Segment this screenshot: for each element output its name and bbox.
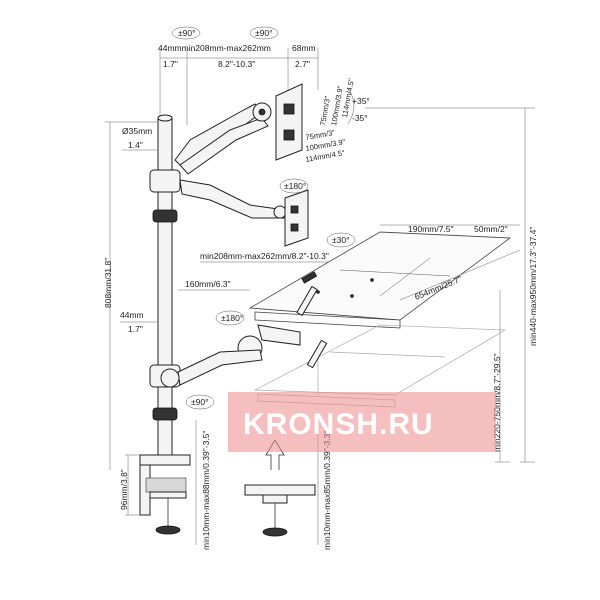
rotation-30-label: ±30° bbox=[332, 235, 350, 245]
watermark-text: KRONSH.RU bbox=[243, 408, 434, 441]
arm-length-label: 44mmmin208mm-max262mm bbox=[158, 43, 271, 53]
monitor-arm bbox=[174, 102, 289, 219]
pole-dimensions: Ø35mm 1.4" 808mm/31.8" 44mm 1.7" bbox=[103, 121, 158, 470]
rotation-label-top-right: ±90° bbox=[255, 28, 273, 38]
dim-1-7in-label: 1.7" bbox=[163, 59, 178, 69]
swivel-180-label: ±180° bbox=[284, 181, 306, 191]
dim-8-2in-label: 8.2"-10.3" bbox=[218, 59, 255, 69]
tray-190-label: 190mm/7.5" bbox=[408, 224, 454, 234]
tray-50-label: 50mm/2" bbox=[474, 224, 508, 234]
grommet-mount: min10mm-max85mm/0.39"-3.3" bbox=[244, 420, 332, 550]
height-range-label: min440-max950mm/17.3"-37.4" bbox=[528, 227, 538, 346]
pole-height-label: 808mm/31.8" bbox=[103, 258, 113, 308]
dim-2-7in-label: 2.7" bbox=[295, 59, 310, 69]
offset-in-label: 1.7" bbox=[128, 324, 143, 334]
vesa-dimensions: 75mm/3" 100mm/3.9" 114mm/4.5" 75mm/3" 10… bbox=[305, 77, 370, 164]
dim-68mm-label: 68mm bbox=[292, 43, 316, 53]
rotation-label-top-left: ±90° bbox=[178, 28, 196, 38]
watermark: KRONSH.RU bbox=[228, 392, 496, 452]
pole bbox=[149, 114, 181, 459]
swivel-180-tray-label: ±180° bbox=[221, 313, 243, 323]
lift-range-label: min220-750mm/8.7"-29.5" bbox=[492, 353, 502, 452]
grommet-range-label: min10mm-max85mm/0.39"-3.3" bbox=[322, 431, 332, 550]
clamp-range-label: min10mm-max88mm/0.39"-3.5" bbox=[201, 431, 211, 550]
desk-clamp: 96mm/3.8" min10mm-max88mm/0.39"-3.5" bbox=[119, 420, 211, 550]
clamp-96-label: 96mm/3.8" bbox=[119, 469, 129, 510]
top-dimensions: ±90° ±90° 44mmmin208mm-max262mm 68mm 1.7… bbox=[158, 26, 319, 125]
vesa-plate: ±180° bbox=[275, 83, 309, 247]
pole-diameter-in-label: 1.4" bbox=[128, 140, 143, 150]
tilt-minus-label: -35° bbox=[352, 113, 368, 123]
offset-44mm-label: 44mm bbox=[120, 310, 144, 320]
rotation-90-bottom-label: ±90° bbox=[191, 397, 209, 407]
bottom-rotation: ±90° bbox=[185, 394, 215, 410]
tray-160-label: 160mm/6.3" bbox=[185, 279, 231, 289]
right-dimensions: min440-max950mm/17.3"-37.4" min220-750mm… bbox=[365, 107, 538, 463]
tilt-plus-label: +35° bbox=[352, 96, 370, 106]
pole-diameter-label: Ø35mm bbox=[122, 126, 152, 136]
tray-arm-range-label: min208mm-max262mm/8.2"-10.3" bbox=[200, 251, 329, 261]
keyboard-tray: 190mm/7.5" 50mm/2" ±30° min208mm-max262m… bbox=[160, 224, 521, 408]
